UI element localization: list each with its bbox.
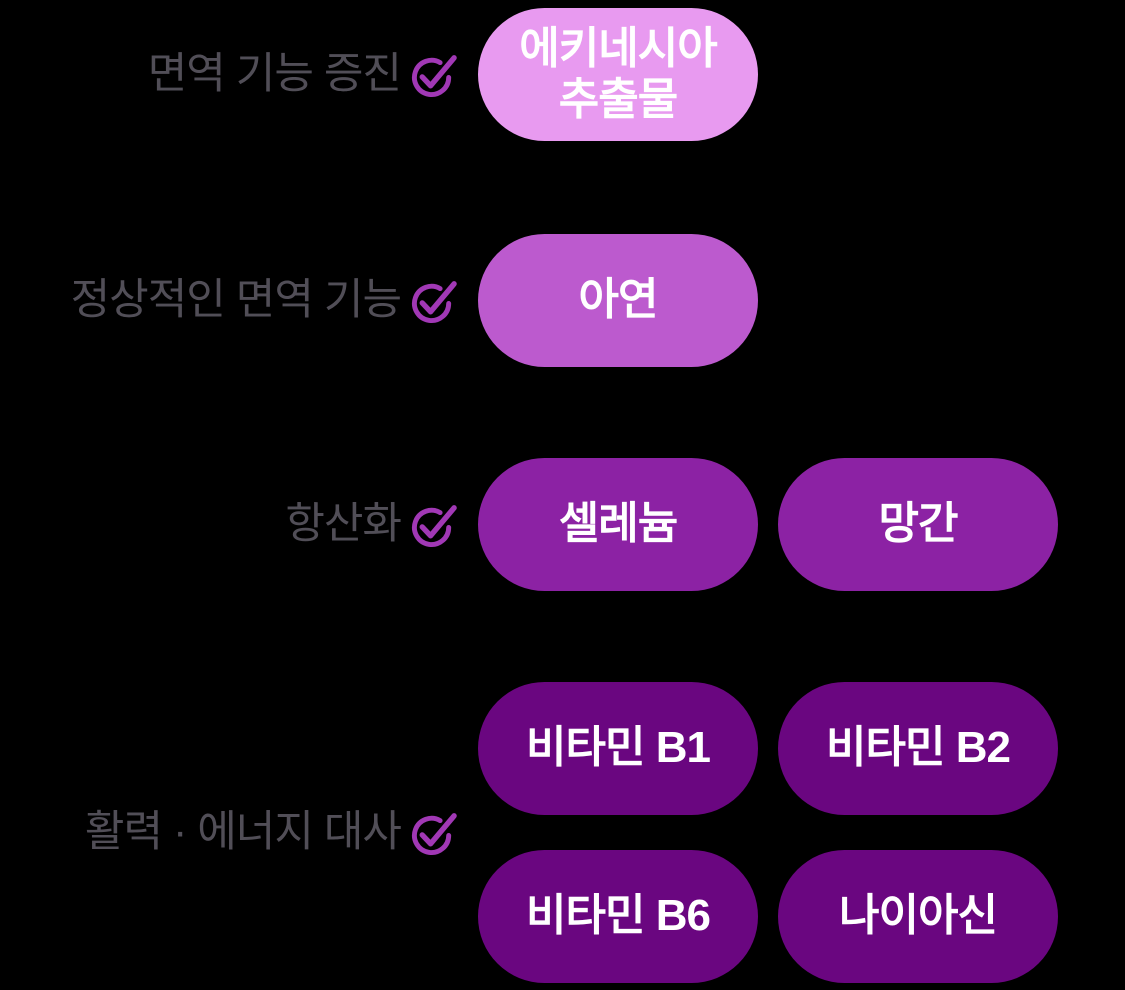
benefit-label-cell: 항산화 (0, 499, 458, 548)
check-circle-icon (411, 809, 458, 856)
nutrient-pill: 비타민 B2 (778, 682, 1058, 815)
pill-group: 에키네시아 추출물 (478, 8, 758, 141)
benefit-label-cell: 면역 기능 증진 (0, 49, 458, 98)
benefit-row-energy-metabolism: 활력 · 에너지 대사 비타민 B1 비타민 B2 비타민 B6 나이아신 (0, 682, 1058, 983)
check-circle-icon (411, 501, 458, 548)
benefit-row-normal-immune: 정상적인 면역 기능 아연 (0, 234, 758, 367)
nutrient-pill: 비타민 B1 (478, 682, 758, 815)
check-circle-icon (411, 51, 458, 98)
benefit-label: 활력 · 에너지 대사 (84, 807, 402, 856)
pill-group: 비타민 B1 비타민 B2 비타민 B6 나이아신 (478, 682, 1058, 983)
benefit-label: 항산화 (285, 499, 402, 548)
nutrient-pill: 에키네시아 추출물 (478, 8, 758, 141)
nutrient-pill: 아연 (478, 234, 758, 367)
pill-group: 아연 (478, 234, 758, 367)
nutrient-pill: 비타민 B6 (478, 850, 758, 983)
benefit-label: 면역 기능 증진 (147, 49, 402, 98)
nutrient-pill: 망간 (778, 458, 1058, 591)
benefit-row-immune-boost: 면역 기능 증진 에키네시아 추출물 (0, 8, 758, 141)
check-circle-icon (411, 277, 458, 324)
benefit-row-antioxidant: 항산화 셀레늄 망간 (0, 458, 1058, 591)
benefit-label-cell: 정상적인 면역 기능 (0, 275, 458, 324)
benefit-label-cell: 활력 · 에너지 대사 (0, 807, 458, 856)
pill-group: 셀레늄 망간 (478, 458, 1058, 591)
nutrient-pill: 나이아신 (778, 850, 1058, 983)
benefit-label: 정상적인 면역 기능 (70, 275, 402, 324)
nutrient-pill: 셀레늄 (478, 458, 758, 591)
